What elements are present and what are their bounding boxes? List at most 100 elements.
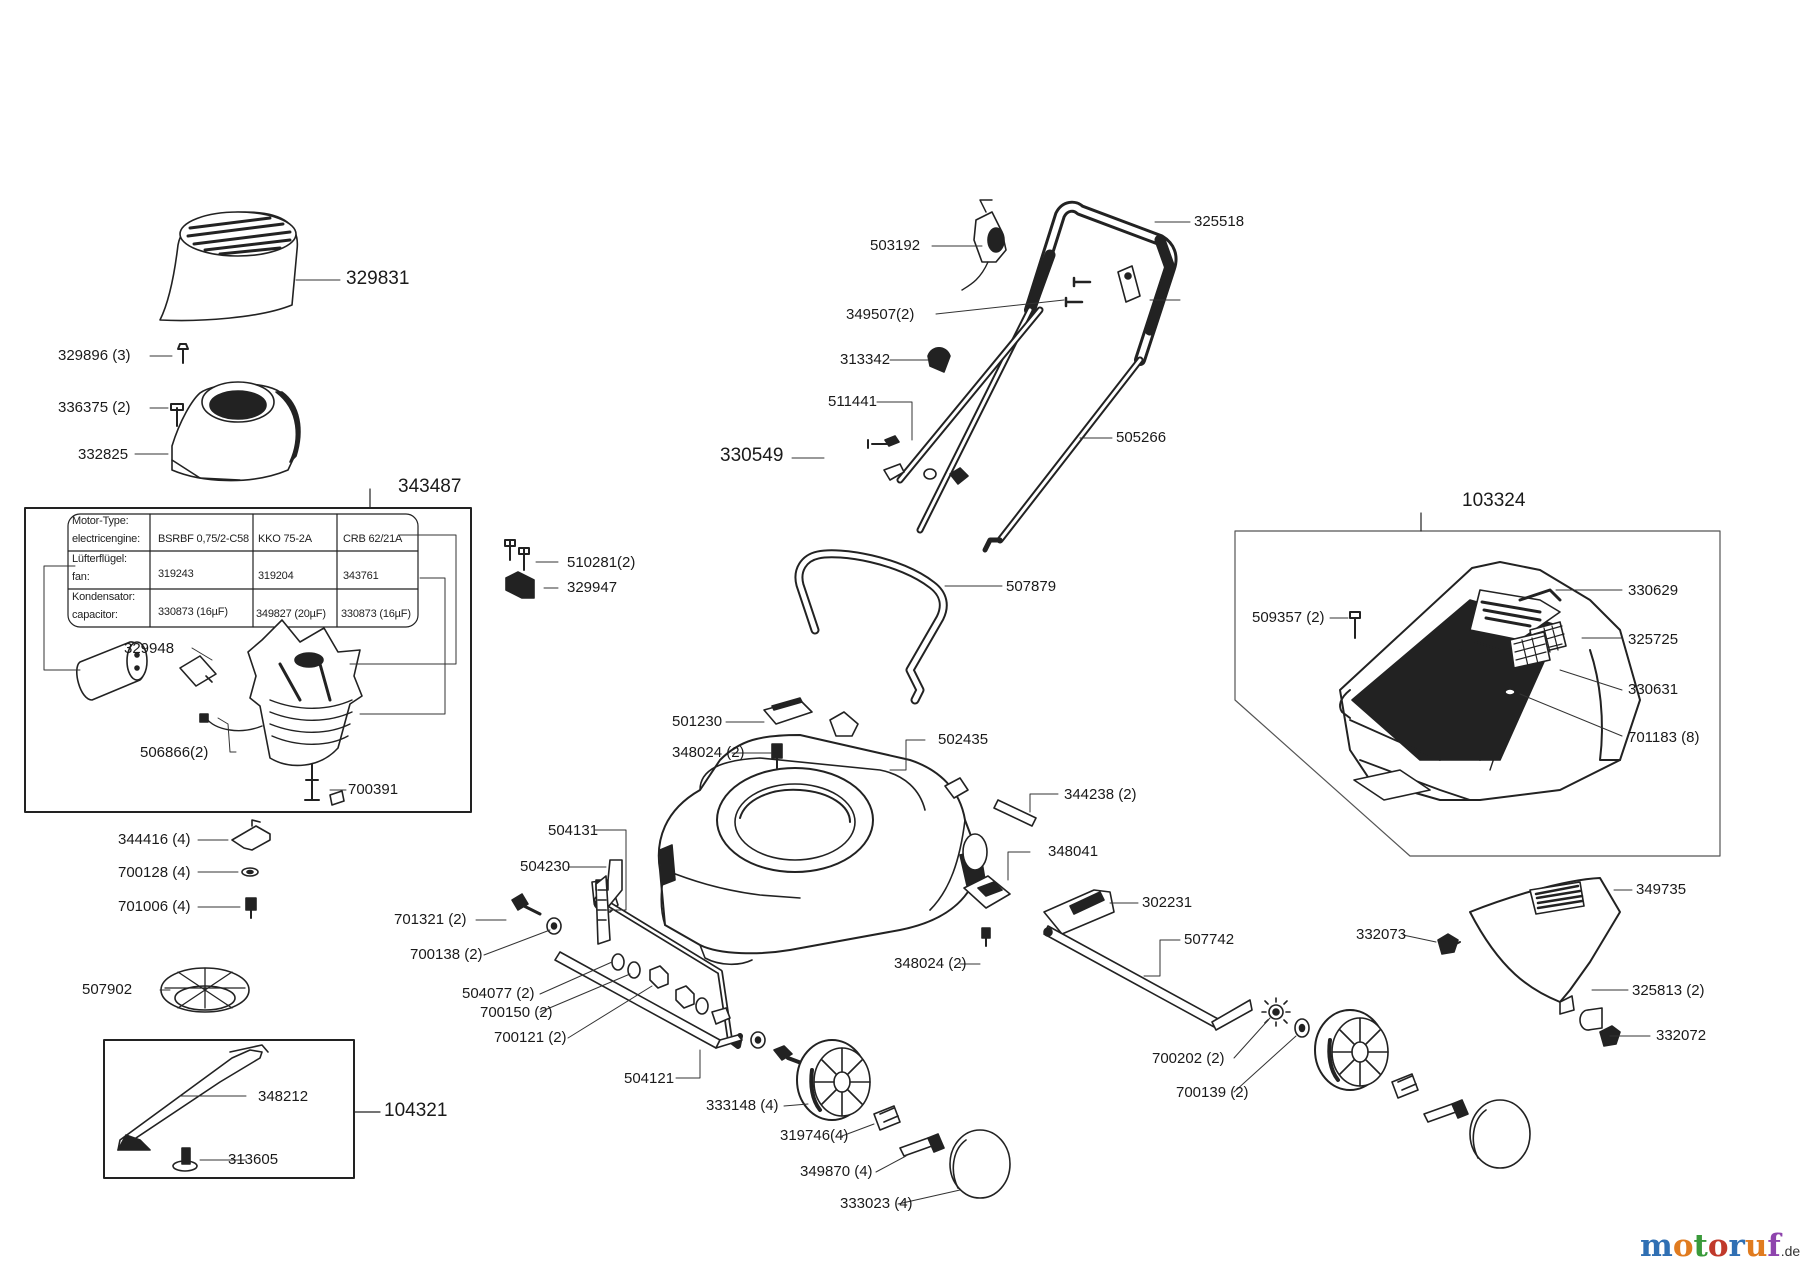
screw-icon bbox=[1349, 611, 1361, 639]
bolt-icon bbox=[245, 897, 257, 919]
rear-axle-icon bbox=[1043, 925, 1253, 1031]
grass-box-icon bbox=[1339, 561, 1641, 801]
motor-table-grid bbox=[67, 513, 419, 628]
part-label-700202: 700202 (2) bbox=[1152, 1050, 1225, 1067]
bushing-icon bbox=[873, 1105, 901, 1131]
capacitor-icon bbox=[76, 641, 148, 701]
motor-table-cell: 349827 (20µF) bbox=[256, 608, 326, 620]
cable-switch-icon bbox=[961, 199, 1007, 291]
motor-table-cell: 343761 bbox=[343, 570, 379, 582]
part-label-325813: 325813 (2) bbox=[1632, 982, 1705, 999]
rear-axle-lever-icon bbox=[1043, 889, 1115, 935]
spring-icon bbox=[1437, 933, 1461, 955]
axle-bolt-icon bbox=[1423, 1099, 1469, 1123]
wire-icon bbox=[199, 713, 263, 732]
blade-bolt-icon bbox=[172, 1147, 198, 1172]
part-label-103324: 103324 bbox=[1462, 490, 1526, 511]
part-label-333023: 333023 (4) bbox=[840, 1195, 913, 1212]
part-label-330549: 330549 bbox=[720, 445, 784, 466]
cable-holder-icon bbox=[763, 697, 813, 725]
motoruf-logo[interactable]: motoruf.de bbox=[1640, 1228, 1800, 1264]
part-label-506866: 506866(2) bbox=[140, 744, 209, 761]
nut-row-icon bbox=[611, 953, 731, 1025]
upper-handle-icon bbox=[916, 200, 1178, 553]
washer-icon bbox=[546, 917, 562, 935]
motor-group-frame bbox=[24, 507, 472, 813]
part-label-349735: 349735 bbox=[1636, 881, 1687, 898]
part-label-504121: 504121 bbox=[624, 1070, 675, 1087]
mower-deck-icon bbox=[657, 711, 988, 966]
part-label-332825: 332825 bbox=[78, 446, 129, 463]
part-label-325725: 325725 bbox=[1628, 631, 1679, 648]
part-label-343487: 343487 bbox=[398, 476, 462, 497]
part-label-330631: 330631 bbox=[1628, 681, 1679, 698]
lower-handle-left-icon bbox=[896, 306, 1044, 484]
part-label-319746: 319746(4) bbox=[780, 1127, 849, 1144]
part-label-344238: 344238 (2) bbox=[1064, 786, 1137, 803]
motor-table-cell: 330873 (16µF) bbox=[341, 608, 411, 620]
pin-icon bbox=[993, 799, 1037, 827]
motor-table-label-fan: Lüfterflügel: bbox=[72, 553, 127, 565]
clamp-icon bbox=[231, 819, 271, 851]
part-label-332072: 332072 bbox=[1656, 1027, 1707, 1044]
part-label-700138: 700138 (2) bbox=[410, 946, 483, 963]
logo-suffix: .de bbox=[1780, 1243, 1800, 1259]
motor-table-label-type-en: electricengine: bbox=[72, 533, 140, 545]
part-label-329831: 329831 bbox=[346, 268, 410, 289]
screw-icon bbox=[504, 539, 535, 599]
part-label-701183: 701183 (8) bbox=[1628, 729, 1700, 746]
part-label-507879: 507879 bbox=[1006, 578, 1057, 595]
logo-letter: t bbox=[1693, 1228, 1708, 1264]
bushing-icon bbox=[1579, 1007, 1603, 1031]
bracket-348041-icon bbox=[963, 875, 1011, 909]
front-wheel-icon bbox=[796, 1039, 871, 1121]
connector-icon bbox=[179, 655, 217, 687]
handle-bolt-icon bbox=[1064, 276, 1092, 308]
part-label-329948: 329948 bbox=[124, 640, 175, 657]
part-label-333148: 333148 (4) bbox=[706, 1097, 779, 1114]
handle-kit-icon bbox=[867, 435, 969, 485]
part-label-504230: 504230 bbox=[520, 858, 571, 875]
washer-icon bbox=[750, 1031, 766, 1049]
logo-letter: f bbox=[1767, 1228, 1781, 1264]
hub-cap-icon bbox=[949, 1129, 1011, 1199]
fan-cover-icon bbox=[159, 211, 299, 322]
part-label-700139: 700139 (2) bbox=[1176, 1084, 1249, 1101]
part-label-348212: 348212 bbox=[258, 1088, 309, 1105]
blade-group-frame bbox=[103, 1039, 355, 1179]
part-label-349870: 349870 (4) bbox=[800, 1163, 873, 1180]
logo-letter: o bbox=[1672, 1228, 1694, 1264]
part-label-503192: 503192 bbox=[870, 237, 921, 254]
motor-table-cell: BSRBF 0,75/2-C58 bbox=[158, 533, 249, 545]
leader-lines bbox=[43, 221, 1651, 1205]
bolt-icon bbox=[773, 1045, 806, 1066]
part-label-336375: 336375 (2) bbox=[58, 399, 131, 416]
motor-table-cell: 319243 bbox=[158, 568, 194, 580]
part-label-344416: 344416 (4) bbox=[118, 831, 191, 848]
part-label-329947: 329947 bbox=[567, 579, 618, 596]
part-label-700150: 700150 (2) bbox=[480, 1004, 553, 1021]
part-label-510281: 510281(2) bbox=[567, 554, 636, 571]
part-label-329896: 329896 (3) bbox=[58, 347, 131, 364]
mower-blade-icon bbox=[117, 1044, 269, 1151]
part-label-302231: 302231 bbox=[1142, 894, 1193, 911]
part-label-332073: 332073 bbox=[1356, 926, 1407, 943]
motor-table-cell: KKO 75-2A bbox=[258, 533, 312, 545]
rear-flap-icon bbox=[1469, 877, 1621, 1015]
logo-text: motoruf bbox=[1640, 1228, 1781, 1264]
part-label-700128: 700128 (4) bbox=[118, 864, 191, 881]
part-label-348041: 348041 bbox=[1048, 843, 1099, 860]
front-axle-icon bbox=[554, 951, 743, 1049]
motor-table-label-capacitor: Kondensator: bbox=[72, 591, 136, 603]
rear-wheel-icon bbox=[1314, 1009, 1389, 1091]
part-label-700121: 700121 (2) bbox=[494, 1029, 567, 1046]
part-label-330629: 330629 bbox=[1628, 582, 1679, 599]
gear-icon bbox=[1261, 997, 1291, 1027]
part-label-505266: 505266 bbox=[1116, 429, 1167, 446]
part-label-502435: 502435 bbox=[938, 731, 989, 748]
screw-icon bbox=[177, 343, 189, 364]
logo-letter: o bbox=[1707, 1228, 1729, 1264]
part-label-509357: 509357 (2) bbox=[1252, 609, 1325, 626]
